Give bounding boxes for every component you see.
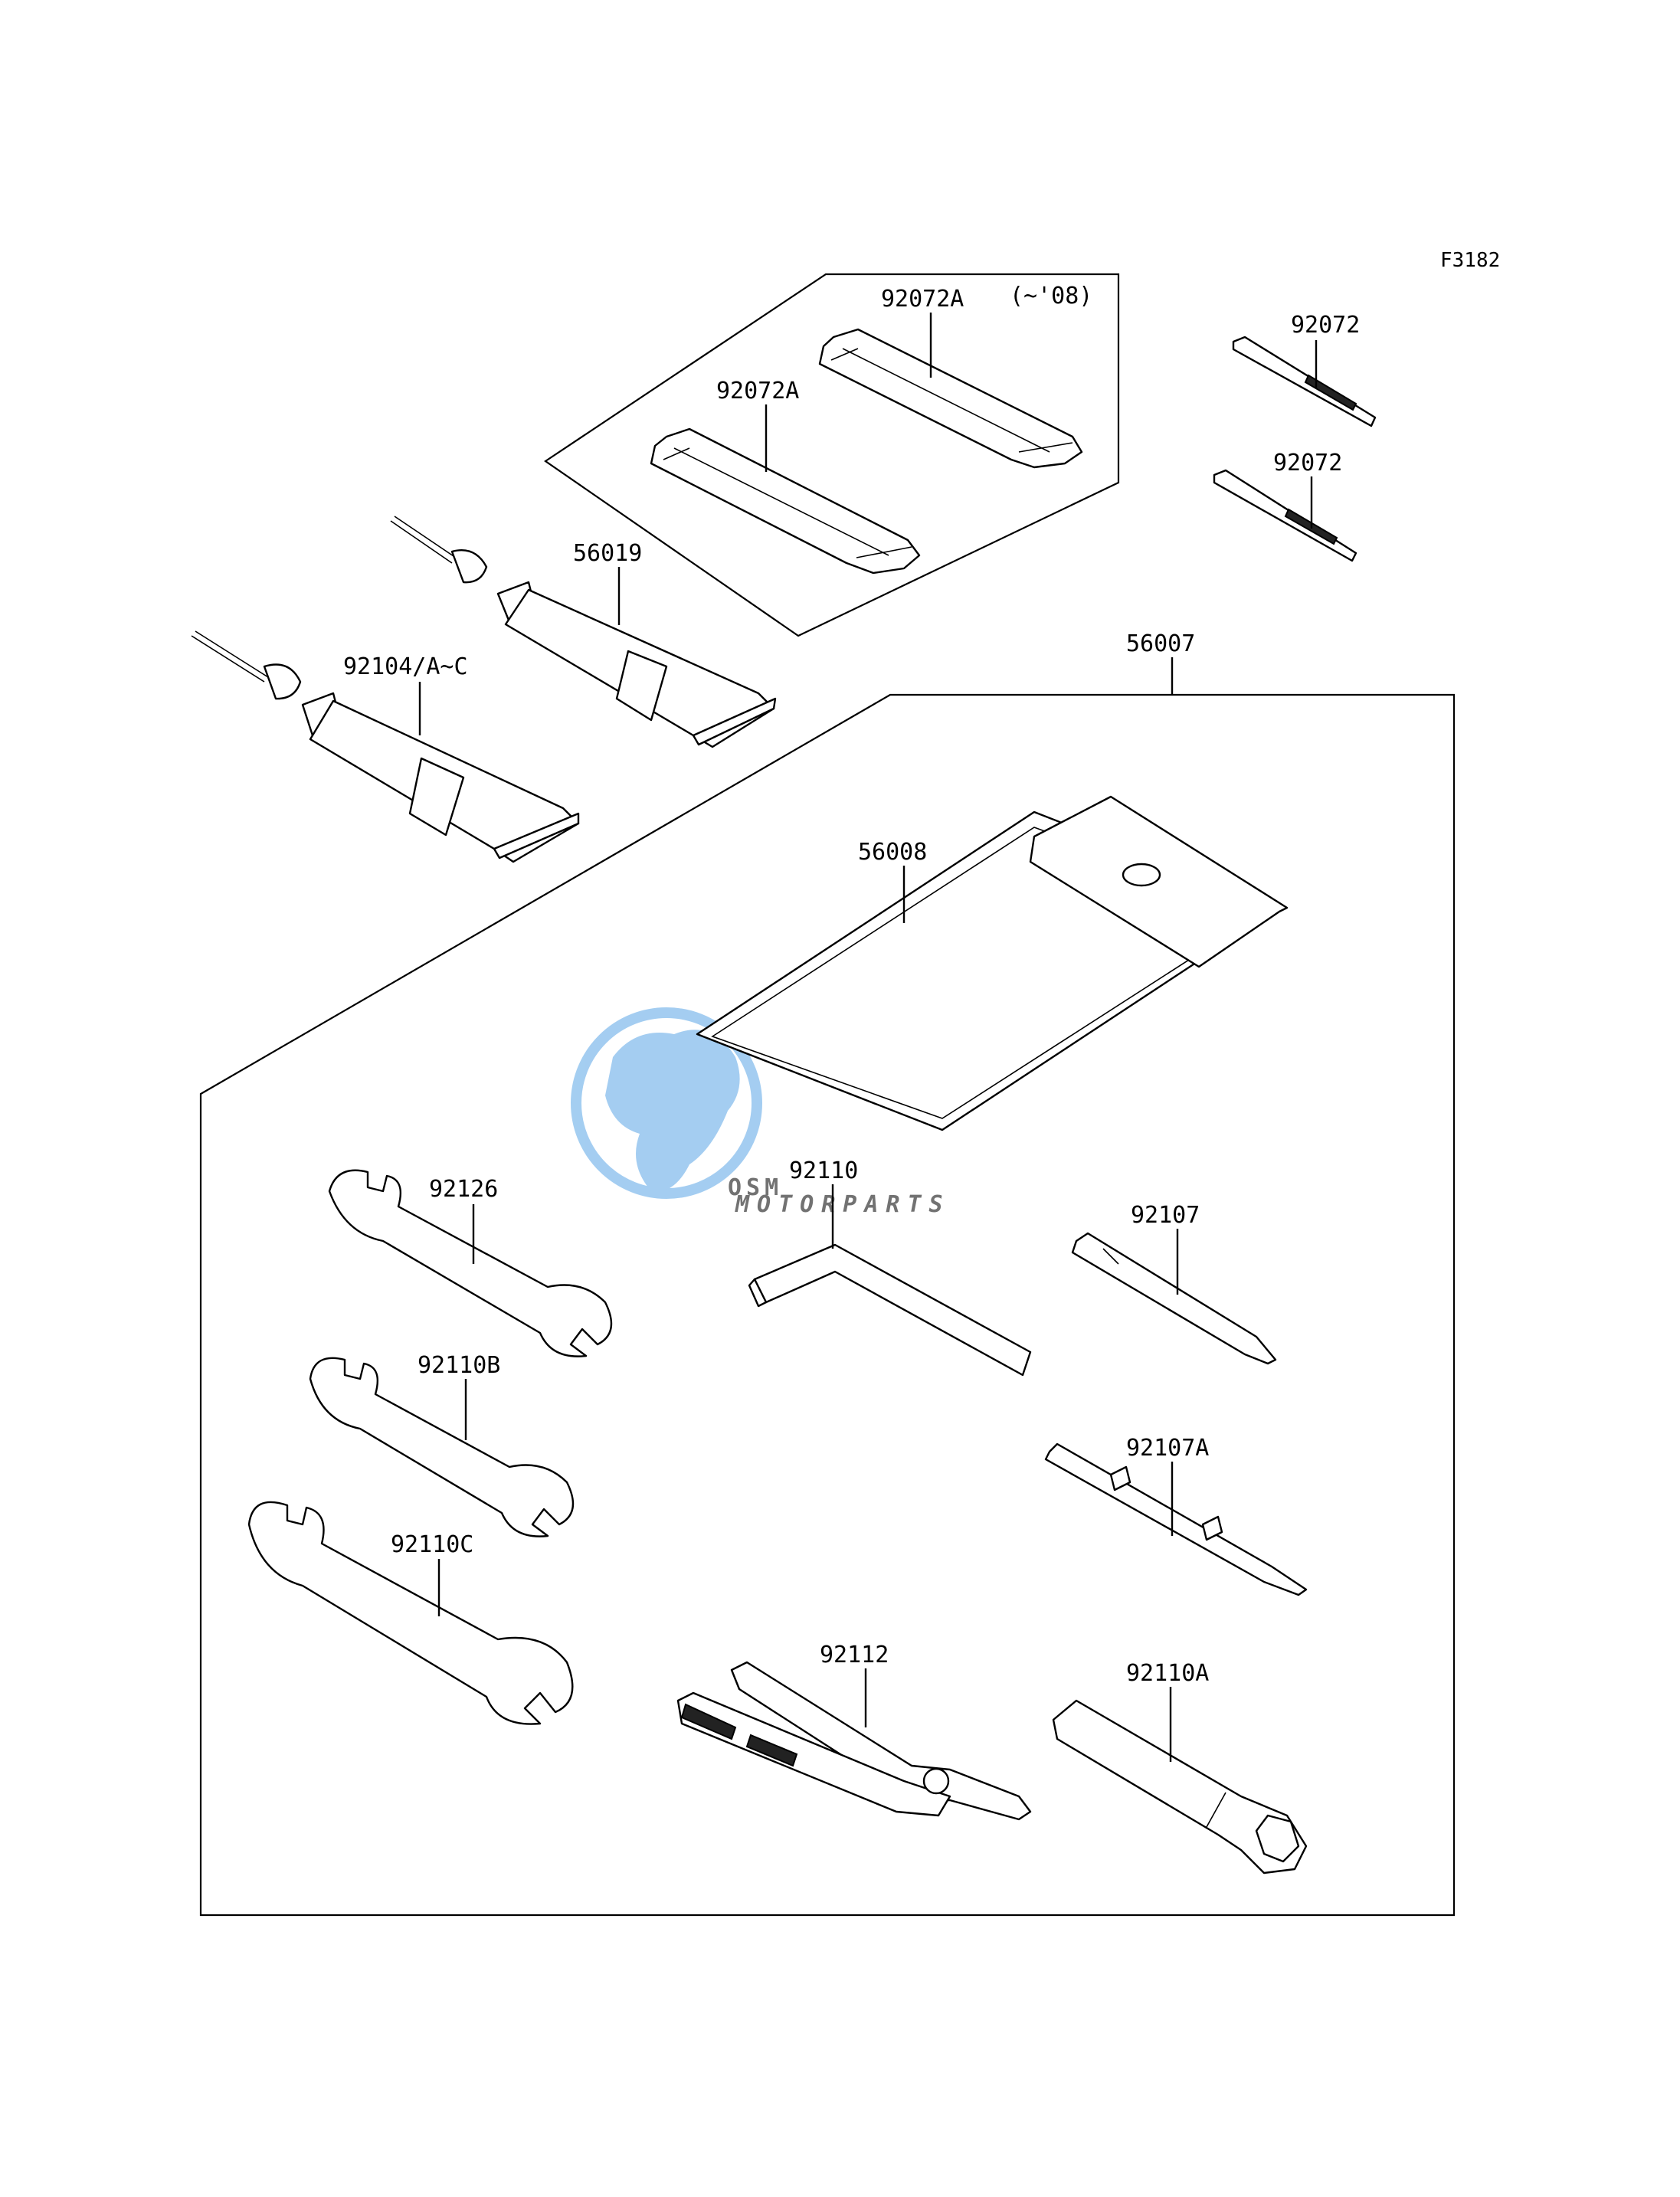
label-screwdriver-a: 92107A [1126, 1435, 1209, 1462]
watermark-tagline: MOTORPARTS [735, 1191, 951, 1218]
label-wrench-92110b: 92110B [418, 1352, 500, 1379]
wrench-92110b [309, 1357, 575, 1537]
tube-lower [191, 630, 580, 863]
label-strap-upper: 92072A [881, 286, 964, 313]
label-screwdriver: 92107 [1131, 1202, 1200, 1229]
label-hex-key: 92110 [789, 1157, 858, 1184]
label-tube-lower: 92104/A~C [343, 653, 468, 680]
wrench-92126 [328, 1169, 613, 1357]
label-wrench-92126: 92126 [429, 1176, 498, 1203]
label-band-lower: 92072 [1273, 450, 1342, 476]
strap-lower [650, 427, 921, 575]
plug-wrench [1052, 1699, 1308, 1874]
variant-note: (~'08) [1010, 283, 1092, 309]
tube-upper [390, 516, 777, 748]
screwdriver [1071, 1232, 1277, 1365]
screwdriver-a [1044, 1442, 1308, 1596]
watermark: OSM MOTORPARTS [571, 1007, 951, 1218]
continents-shape [605, 1030, 740, 1192]
band-lower [1213, 469, 1357, 562]
strap-group-outline [544, 273, 1120, 637]
pliers [676, 1661, 1032, 1821]
label-strap-lower: 92072A [716, 378, 799, 404]
wrench-92110c [247, 1501, 574, 1725]
globe-icon [571, 1007, 762, 1199]
label-tool-kit: 56007 [1126, 630, 1195, 657]
tool-kit-outline [199, 693, 1456, 1917]
tool-bag [696, 795, 1289, 1131]
figure-code: F3182 [1440, 249, 1500, 272]
label-plug-wrench: 92110A [1126, 1660, 1209, 1687]
label-tube-upper: 56019 [573, 540, 642, 567]
label-band-upper: 92072 [1291, 312, 1360, 339]
strap-upper [818, 328, 1083, 469]
band-upper [1232, 336, 1377, 427]
label-wrench-92110c: 92110C [391, 1531, 473, 1558]
label-pliers: 92112 [820, 1642, 889, 1668]
watermark-brand: OSM [728, 1174, 783, 1201]
hex-key [748, 1243, 1032, 1377]
label-tool-bag: 56008 [858, 839, 927, 866]
